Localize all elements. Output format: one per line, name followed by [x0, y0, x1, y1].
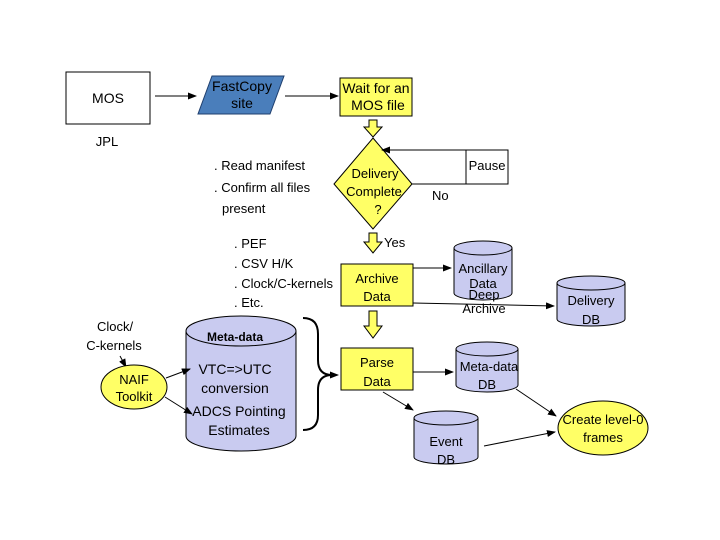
manifest-note-2: . Confirm all files — [214, 180, 311, 195]
archive-label-line2: Data — [363, 289, 391, 304]
mos-box: MOS — [65, 71, 151, 125]
metadata-db-label-line1: Meta-data — [460, 359, 519, 374]
pause-box: Pause — [465, 149, 509, 185]
block-arrow-wait-to-decision — [362, 119, 384, 138]
naif-toolkit: NAIF Toolkit — [100, 364, 168, 410]
ancillary-label-line2: Data — [469, 276, 497, 291]
archive-data-box: Archive Data — [340, 263, 414, 307]
naif-label-line2: Toolkit — [116, 389, 153, 404]
jpl-label: JPL — [96, 134, 118, 149]
clock-kernels-line1: Clock/ — [97, 319, 134, 334]
metadata-cylinder-title: Meta-data — [207, 330, 263, 344]
metadata-cylinder-line3: ADCS Pointing — [192, 403, 285, 419]
clock-kernels-label: Clock/ C-kernels — [86, 319, 142, 353]
file-note-3: . Clock/C-kernels — [234, 276, 333, 291]
arrow-metadata-to-level0 — [515, 388, 557, 417]
naif-label-line1: NAIF — [119, 372, 149, 387]
no-label: No — [432, 188, 449, 203]
pause-label: Pause — [469, 158, 506, 173]
block-arrow-decision-to-archive — [362, 232, 384, 254]
file-note-4: . Etc. — [234, 295, 264, 310]
delivery-db-cylinder: Delivery DB — [556, 275, 626, 327]
metadata-cylinder-line2: conversion — [201, 380, 269, 396]
create-level0-frames: Create level-0 frames — [557, 400, 649, 456]
metadata-db-label-line2: DB — [478, 377, 496, 392]
delivery-db-label-line2: DB — [582, 312, 600, 327]
archive-label-line1: Archive — [355, 271, 398, 286]
curly-brace — [302, 317, 333, 431]
file-notes: . PEF . CSV H/K . Clock/C-kernels . Etc. — [234, 236, 333, 310]
metadata-cylinder-line1: VTC=>UTC — [198, 361, 271, 377]
delivery-complete-decision: Delivery Complete ? — [333, 137, 413, 230]
fastcopy-site: FastCopy site — [197, 75, 285, 115]
deep-archive-label-line2: Archive — [462, 301, 505, 316]
yes-label: Yes — [384, 235, 406, 250]
arrow-archive-to-delivery-db — [412, 302, 555, 310]
mos-label: MOS — [92, 90, 124, 106]
fastcopy-label-line1: FastCopy — [212, 78, 272, 94]
parse-label-line1: Parse — [360, 355, 394, 370]
decision-label-line2: Complete — [346, 184, 402, 199]
event-db-label-line1: Event — [429, 434, 463, 449]
parse-data-box: Parse Data — [340, 347, 414, 391]
deep-archive-label-line1: Deep — [468, 287, 499, 302]
file-note-2: . CSV H/K — [234, 256, 294, 271]
level0-label-line1: Create level-0 — [563, 412, 644, 427]
event-db-label-line2: DB — [437, 452, 455, 467]
level0-label-line2: frames — [583, 430, 623, 445]
arrow-event-to-level0 — [483, 430, 556, 447]
manifest-note-1: . Read manifest — [214, 158, 305, 173]
manifest-notes: . Read manifest . Confirm all files pres… — [214, 158, 311, 216]
parse-label-line2: Data — [363, 374, 391, 389]
decision-label-line1: Delivery — [352, 166, 399, 181]
delivery-db-label-line1: Delivery — [568, 293, 615, 308]
wait-label-line1: Wait for an — [342, 80, 409, 96]
metadata-cylinder-line4: Estimates — [208, 422, 269, 438]
event-db-cylinder: Event DB — [413, 410, 479, 467]
block-arrow-archive-to-parse — [363, 310, 383, 339]
arrow-naif-to-adcs — [164, 396, 193, 415]
arrow-naif-to-vtc — [165, 368, 191, 379]
ancillary-data-cylinder: Ancillary Data Deep Archive — [453, 240, 513, 316]
file-note-1: . PEF — [234, 236, 267, 251]
wait-for-mos-file-box: Wait for an MOS file — [339, 77, 413, 117]
arrow-kernels-to-naif — [119, 355, 127, 368]
metadata-cylinder: Meta-data VTC=>UTC conversion ADCS Point… — [185, 315, 297, 452]
wait-label-line2: MOS file — [351, 97, 405, 113]
manifest-note-3: present — [222, 201, 266, 216]
clock-kernels-line2: C-kernels — [86, 338, 142, 353]
ancillary-label-line1: Ancillary — [458, 261, 508, 276]
decision-label-line3: ? — [374, 202, 381, 217]
fastcopy-label-line2: site — [231, 95, 253, 111]
metadata-db-cylinder: Meta-data DB — [455, 341, 519, 393]
arrow-parse-to-event-db — [382, 391, 414, 411]
